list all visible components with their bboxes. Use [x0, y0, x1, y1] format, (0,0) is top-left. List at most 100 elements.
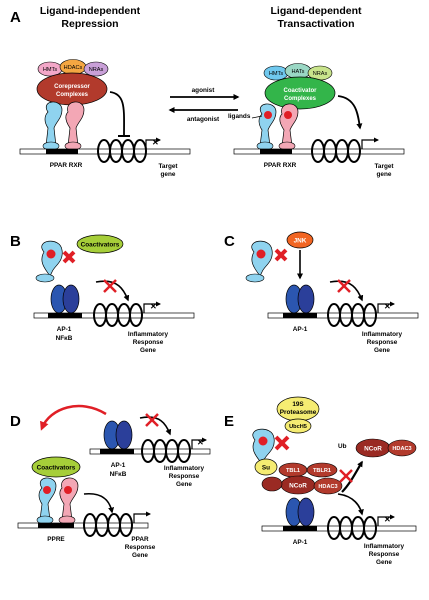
- tss-d-lower: [133, 511, 151, 523]
- target-right-2: gene: [377, 171, 392, 178]
- coactivators-b: [76, 234, 124, 254]
- resp-e-2: Response: [369, 551, 400, 558]
- ppre-label: PPRE: [47, 536, 65, 543]
- ap1-c-right: [297, 284, 315, 314]
- resp-d-3: Gene: [176, 481, 192, 488]
- dna-b: [33, 303, 195, 327]
- block-c-2: [337, 279, 351, 293]
- corepressor-extra: [261, 476, 283, 492]
- coactivator-cofactors: HMTs HATs NRAs: [263, 63, 333, 81]
- panel-e: E 19S Proteasome UbcH5 Su TBL1 TBLR1 NCo…: [224, 396, 417, 566]
- tf-b-1: AP-1: [57, 326, 72, 333]
- target-left-2: gene: [161, 171, 176, 178]
- tss-left: [145, 137, 161, 149]
- agonist-label: agonist: [192, 87, 216, 94]
- resp-c-2: Response: [367, 339, 398, 346]
- dna-right: [233, 139, 405, 163]
- tf-b-2: NFκB: [56, 335, 73, 342]
- antagonist-label: antagonist: [187, 116, 220, 123]
- ncor-free-label: NCoR: [364, 446, 382, 453]
- resp-b-1: Inflammatory: [128, 331, 169, 338]
- title-right-1: Ligand-dependent: [271, 5, 362, 17]
- inhibit-e-2: [274, 435, 290, 451]
- release-arrow: [341, 460, 363, 493]
- cofactor-hmts-r: HMTs: [269, 71, 283, 77]
- arrow-e: [337, 493, 364, 516]
- title-left-2: Repression: [61, 18, 118, 30]
- tbl1-label: TBL1: [286, 468, 300, 474]
- arrow-d-lower: [83, 492, 115, 514]
- resp-e-1: Inflammatory: [364, 543, 405, 550]
- ppar-c: [251, 240, 273, 277]
- hdac-free-label: HDAC3: [392, 446, 411, 452]
- ligands-pointer: [251, 115, 263, 119]
- ppar-rxr-d: [36, 477, 79, 525]
- tf-d-1: AP-1: [111, 462, 126, 469]
- arrow-d-upper: [139, 416, 172, 436]
- panel-b: B Coactivators ✕ AP-1 NFκB Inflammatory …: [10, 233, 195, 354]
- tss-block-d: ✕: [197, 438, 204, 447]
- dna-d-lower: [17, 513, 149, 537]
- receptors-left: PPAR RXR: [50, 162, 83, 169]
- relocation-arrow: [40, 404, 107, 431]
- ncor-label: NCoR: [289, 483, 307, 490]
- cofactor-nras-l: NRAs: [89, 67, 104, 73]
- panel-c: C JNK ✕ AP-1 Inflammatory Response Gene: [224, 231, 419, 354]
- tss-e: [377, 514, 395, 526]
- tss-b: [143, 301, 161, 313]
- resp-c-3: Gene: [374, 347, 390, 354]
- tf-c-1: AP-1: [293, 326, 308, 333]
- dna-e: [261, 516, 417, 540]
- tblr1: [306, 462, 338, 478]
- ligand-e: [258, 436, 268, 446]
- inhibit-b-2: [62, 250, 76, 264]
- tss-block-c: ✕: [384, 302, 391, 311]
- coactivators-d-label: Coactivators: [37, 465, 76, 472]
- ppar-rxr-left: [42, 101, 85, 151]
- corepressor-label-1: Corepressor: [54, 84, 90, 90]
- ppar-resp-3: Gene: [132, 552, 148, 559]
- title-right-2: Transactivation: [277, 18, 354, 30]
- tss-block-left: ✕: [152, 138, 159, 147]
- dna-d-upper: [89, 439, 211, 463]
- hdac3-bound: [313, 477, 343, 495]
- repression-line: [109, 91, 125, 137]
- ubch5: [284, 418, 312, 434]
- panel-letter-a: A: [10, 9, 21, 26]
- block-e-2: [339, 469, 353, 483]
- resp-d-1: Inflammatory: [164, 465, 205, 472]
- panel-letter-b: B: [10, 233, 21, 250]
- panel-letter-d: D: [10, 413, 21, 430]
- resp-b-2: Response: [133, 339, 164, 346]
- ppar-resp-2: Response: [125, 544, 156, 551]
- tss-c: [377, 301, 395, 313]
- target-left-1: Target: [158, 163, 178, 170]
- activation-arrow: [337, 95, 363, 130]
- coactivator-label-1: Coactivator: [283, 88, 317, 94]
- resp-d-2: Response: [169, 473, 200, 480]
- coactivator-complex: [264, 76, 336, 110]
- proteasome-2: Proteasome: [280, 409, 317, 416]
- block-d-2: [145, 413, 159, 427]
- cofactor-hdacs-l: HDACs: [64, 65, 83, 71]
- tss-right: [361, 137, 379, 149]
- ligand-rxr: [284, 111, 292, 119]
- ubch5-label: UbcH5: [289, 424, 307, 430]
- coactivators-b-label: Coactivators: [81, 242, 120, 249]
- hdac-free: [387, 439, 417, 457]
- hdac-label: HDAC3: [318, 484, 337, 490]
- arrow-c: [329, 280, 364, 302]
- corepressor-label-2: Complexes: [56, 92, 89, 98]
- ligand-ppar: [264, 111, 272, 119]
- panel-letter-e: E: [224, 413, 234, 430]
- ppar-resp-1: PPAR: [131, 536, 149, 543]
- resp-b-3: Gene: [140, 347, 156, 354]
- tss-d-upper: [191, 437, 207, 449]
- panel-d: D ✕ AP-1 NFκB Inflammatory Response Gene…: [10, 404, 211, 559]
- sumo: [254, 458, 278, 476]
- tf-e-1: AP-1: [293, 539, 308, 546]
- resp-c-1: Inflammatory: [362, 331, 403, 338]
- ligand-c: [256, 249, 266, 259]
- panel-letter-c: C: [224, 233, 235, 250]
